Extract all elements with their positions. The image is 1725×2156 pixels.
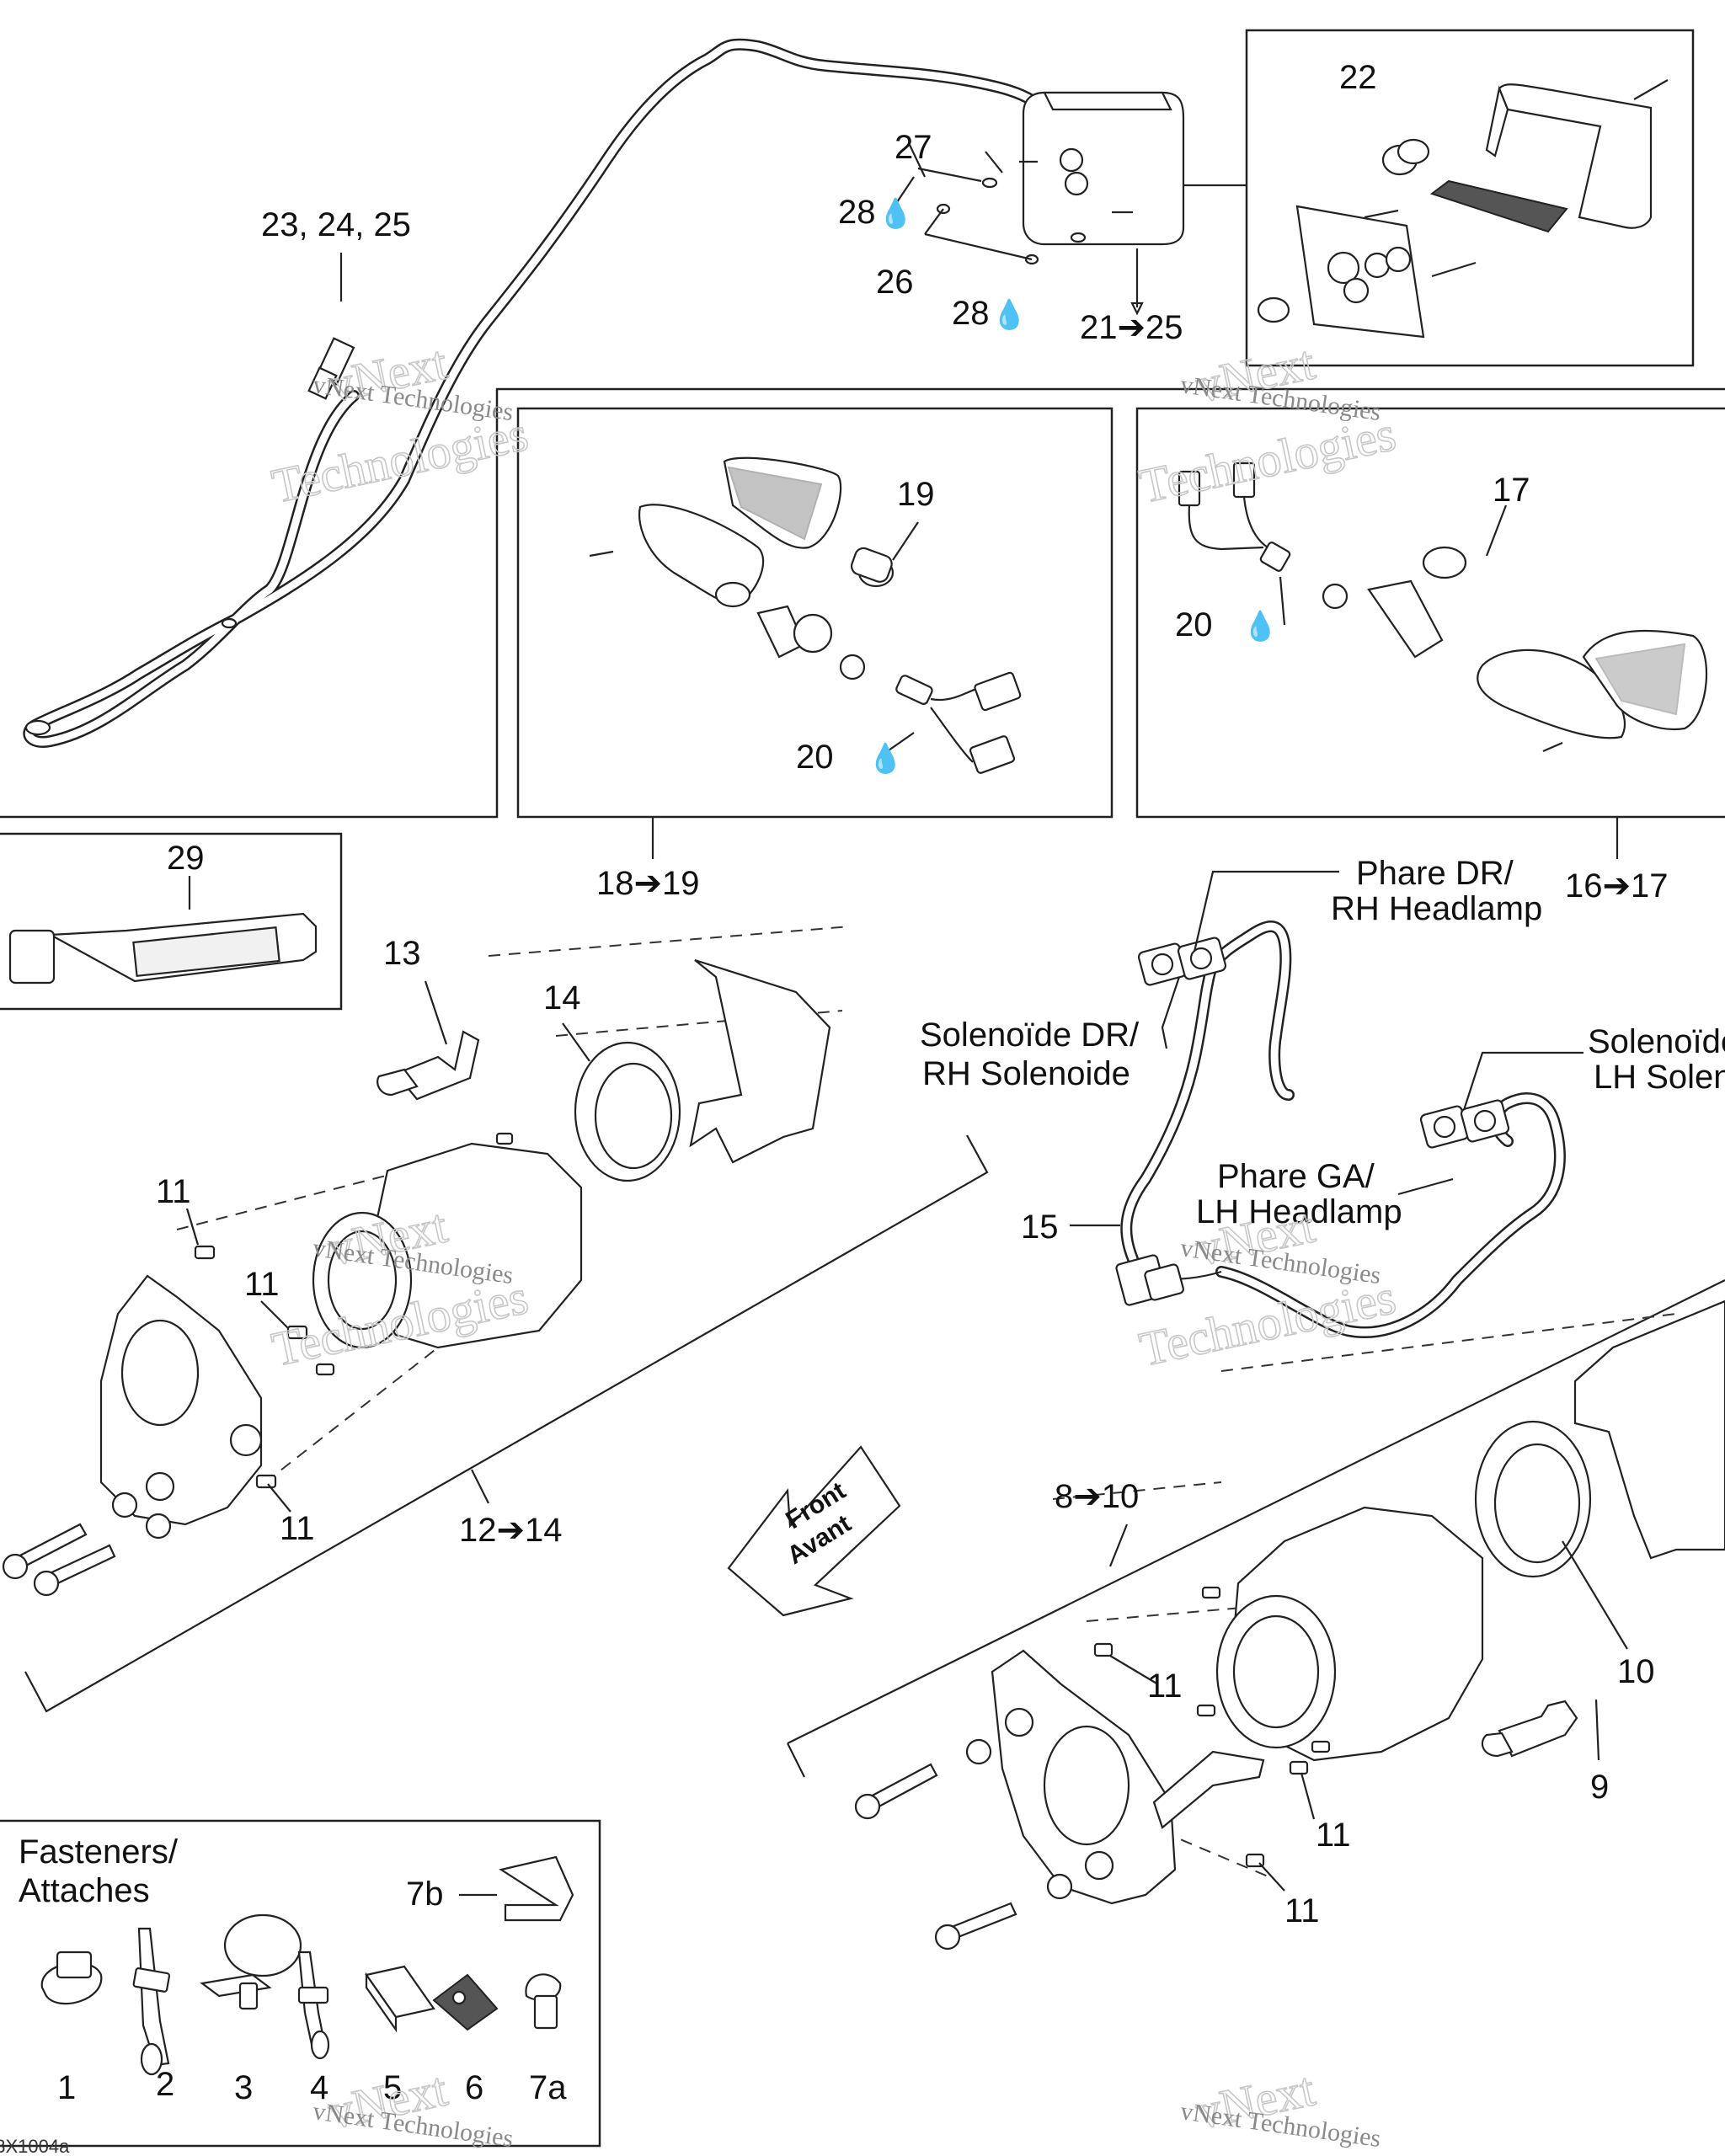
label-11-a: 11 bbox=[156, 1173, 191, 1210]
front-arrow: Front Avant bbox=[727, 1445, 901, 1617]
fastener-icons bbox=[40, 1855, 574, 2076]
label-28-top: 28 bbox=[838, 194, 876, 231]
label-15: 15 bbox=[1021, 1209, 1059, 1246]
label-8-10: 8➔10 bbox=[1055, 1478, 1139, 1515]
label-16-17: 16➔17 bbox=[1565, 867, 1669, 905]
drop-icon-28-top: 💧 bbox=[878, 197, 913, 230]
label-20-lh: 20 bbox=[1175, 606, 1213, 643]
rh-headlamp-group bbox=[787, 1279, 1725, 1951]
label-11-b: 11 bbox=[244, 1266, 280, 1303]
label-14: 14 bbox=[543, 979, 581, 1017]
label-18-19: 18➔19 bbox=[596, 865, 700, 902]
label-11-d: 11 bbox=[1147, 1668, 1183, 1705]
callout-phare-dr: Phare DR/ bbox=[1356, 855, 1514, 892]
callout-solenoide-ga: Solenoïde bbox=[1588, 1023, 1725, 1060]
label-20-rh: 20 bbox=[796, 739, 834, 776]
label-12-14: 12➔14 bbox=[459, 1512, 563, 1549]
label-26: 26 bbox=[876, 264, 914, 301]
label-7b: 7b bbox=[406, 1876, 444, 1913]
label-3: 3 bbox=[234, 2069, 253, 2106]
label-2: 2 bbox=[156, 2066, 174, 2103]
fasteners-title-1: Fasteners/ bbox=[19, 1833, 179, 1870]
label-21-25: 21➔25 bbox=[1080, 309, 1183, 346]
drop-icon-28-bottom: 💧 bbox=[991, 298, 1027, 331]
label-7a: 7a bbox=[529, 2069, 567, 2106]
label-19: 19 bbox=[897, 476, 935, 513]
lh-headlamp-group bbox=[2, 926, 989, 1713]
callout-solenoide-dr: Solenoïde DR/ bbox=[920, 1017, 1140, 1054]
callout-lh-solenoide: LH Solenc bbox=[1594, 1059, 1725, 1096]
leader-lines bbox=[185, 144, 1628, 1897]
fasteners-box bbox=[0, 1819, 601, 2148]
headlamp-harness bbox=[1115, 921, 1566, 1338]
label-27: 27 bbox=[895, 129, 932, 166]
taillight-assembly bbox=[924, 91, 1247, 316]
label-28-bottom: 28 bbox=[952, 295, 990, 332]
label-11-c: 11 bbox=[280, 1510, 315, 1547]
main-wiring-harness bbox=[23, 38, 1076, 748]
taillight-exploded bbox=[1257, 79, 1669, 339]
part-labels: 23, 24, 25 22 27 28 💧 26 28 💧 21➔25 19 2… bbox=[57, 59, 1669, 2106]
callout-lh-headlamp: LH Headlamp bbox=[1196, 1193, 1402, 1230]
label-29: 29 bbox=[167, 840, 205, 877]
label-23-24-25: 23, 24, 25 bbox=[261, 206, 411, 243]
label-17: 17 bbox=[1493, 472, 1530, 509]
label-5: 5 bbox=[383, 2069, 402, 2106]
taillight-detail-box bbox=[1245, 29, 1695, 367]
diagram-code: 63X1004a bbox=[0, 2136, 70, 2156]
label-11-e: 11 bbox=[1316, 1817, 1351, 1854]
label-4: 4 bbox=[310, 2069, 328, 2106]
fasteners-title-2: Attaches bbox=[19, 1872, 150, 1909]
rh-signal-box bbox=[516, 407, 1114, 819]
sealant-box bbox=[0, 832, 343, 1011]
callout-phare-ga: Phare GA/ bbox=[1217, 1158, 1375, 1195]
label-13: 13 bbox=[383, 935, 421, 972]
label-22: 22 bbox=[1339, 59, 1377, 96]
lh-turn-signal bbox=[1178, 462, 1708, 753]
drop-icon-20-rh: 💧 bbox=[868, 742, 903, 775]
callouts: Phare DR/ RH Headlamp Solenoïde DR/ RH S… bbox=[19, 855, 1725, 1909]
label-11-f: 11 bbox=[1284, 1892, 1320, 1929]
drop-icon-20-lh: 💧 bbox=[1242, 610, 1278, 643]
label-6: 6 bbox=[465, 2069, 483, 2106]
label-1: 1 bbox=[57, 2069, 76, 2106]
lh-signal-box bbox=[1135, 407, 1725, 819]
label-10: 10 bbox=[1617, 1653, 1655, 1690]
label-9: 9 bbox=[1590, 1769, 1609, 1806]
callout-rh-headlamp: RH Headlamp bbox=[1331, 890, 1542, 927]
harness-frame bbox=[0, 387, 1725, 819]
callout-rh-solenoide: RH Solenoide bbox=[922, 1055, 1130, 1092]
rh-turn-signal bbox=[589, 456, 1022, 774]
sealant-tube bbox=[8, 912, 318, 985]
